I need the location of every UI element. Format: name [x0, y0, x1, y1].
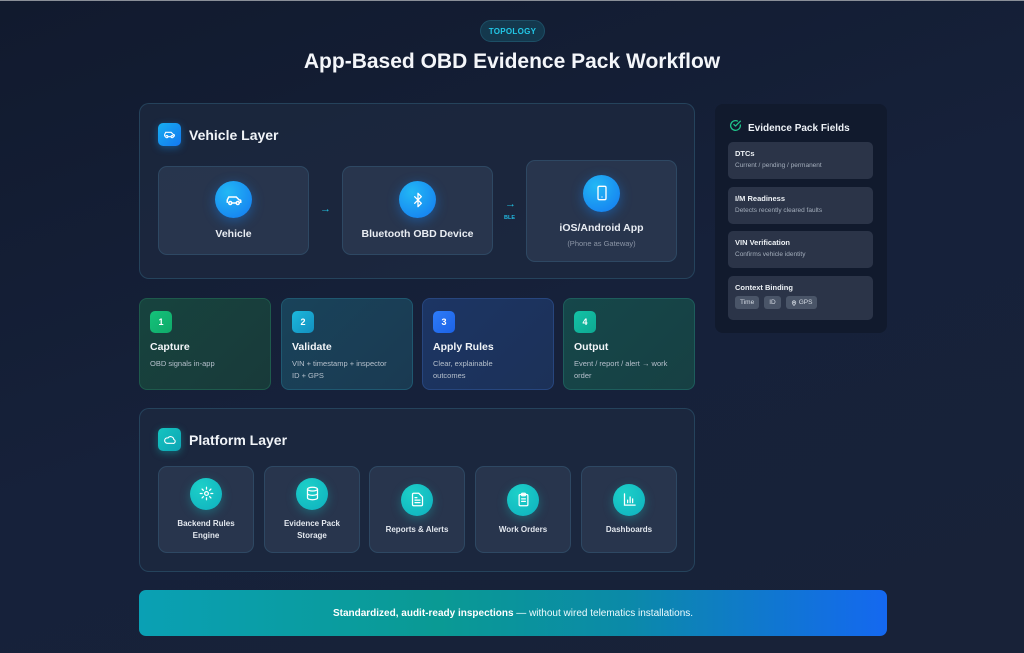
work-orders-node[interactable]: Work Orders	[475, 466, 571, 553]
chip-id: ID	[764, 296, 781, 309]
step-description: Event / report / alert → work order	[574, 359, 668, 380]
cloud-icon	[158, 428, 181, 451]
vehicle-layer-title: Vehicle Layer	[189, 126, 279, 143]
field-description: Current / pending / permanent	[735, 162, 822, 169]
vehicle-layer-panel: Vehicle Layer Vehicle → Bluetooth OBD De…	[139, 103, 695, 279]
node-label: Vehicle	[215, 228, 252, 240]
field-im-readiness: I/M Readiness Detects recently cleared f…	[728, 187, 873, 224]
chip-time: Time	[735, 296, 760, 309]
clipboard-icon	[507, 483, 539, 516]
node-label: Dashboards	[605, 524, 653, 534]
database-icon	[296, 477, 328, 510]
step-output[interactable]: 4 Output Event / report / alert → work o…	[563, 298, 695, 390]
dashboards-node[interactable]: Dashboards	[581, 466, 677, 553]
mobile-app-node[interactable]: iOS/Android App (Phone as Gateway)	[526, 160, 677, 262]
step-title: Validate	[292, 341, 332, 353]
node-label: Backend Rules Engine	[177, 518, 235, 540]
evidence-pack-storage-node[interactable]: Evidence Pack Storage	[264, 466, 360, 553]
step-apply-rules[interactable]: 3 Apply Rules Clear, explainable outcome…	[422, 298, 554, 390]
platform-layer-header: Platform Layer	[158, 428, 287, 451]
field-context-binding: Context Binding Time ID GPS	[728, 276, 873, 320]
chip-gps-label: GPS	[798, 299, 813, 306]
field-title: DTCs	[735, 149, 755, 158]
reports-alerts-node[interactable]: Reports & Alerts	[369, 466, 465, 553]
bar-chart-icon	[613, 483, 645, 516]
car-icon	[158, 123, 181, 146]
platform-layer-panel: Platform Layer Backend Rules Engine Evid…	[139, 408, 695, 572]
gear-icon	[190, 477, 222, 510]
node-label: Reports & Alerts	[385, 524, 449, 534]
node-label: Bluetooth OBD Device	[361, 228, 474, 240]
ble-label: BLE	[504, 215, 515, 221]
node-label: Evidence Pack Storage	[283, 518, 341, 540]
bluetooth-icon	[399, 181, 436, 218]
step-title: Output	[574, 341, 609, 353]
field-dtcs: DTCs Current / pending / permanent	[728, 142, 873, 179]
banner-bold-text: Standardized, audit-ready inspections	[332, 607, 514, 619]
step-number: 3	[433, 311, 455, 333]
evidence-fields-header: Evidence Pack Fields	[729, 119, 850, 137]
step-number: 1	[150, 311, 172, 333]
node-sublabel: (Phone as Gateway)	[567, 238, 636, 248]
arrow-right-icon: →	[320, 203, 331, 215]
step-description: Clear, explainable outcomes	[433, 359, 493, 380]
field-title: VIN Verification	[735, 238, 791, 247]
report-alert-icon	[401, 483, 433, 516]
car-icon	[215, 181, 252, 218]
summary-banner: Standardized, audit-ready inspections — …	[139, 590, 887, 636]
check-circle-icon	[729, 119, 742, 137]
field-description: Detects recently cleared faults	[735, 207, 823, 214]
node-label: iOS/Android App	[559, 221, 644, 234]
node-label: Work Orders	[498, 524, 548, 534]
step-description: OBD signals in-app	[150, 359, 215, 368]
evidence-pack-fields-panel: Evidence Pack Fields DTCs Current / pend…	[715, 104, 887, 333]
field-title: I/M Readiness	[735, 194, 786, 203]
step-title: Capture	[150, 341, 190, 353]
field-title: Context Binding	[735, 283, 793, 292]
field-description: Confirms vehicle identity	[735, 251, 806, 258]
page-title: App-Based OBD Evidence Pack Workflow	[303, 50, 721, 73]
location-pin-icon	[791, 299, 796, 306]
step-description: VIN + timestamp + inspector ID + GPS	[292, 359, 387, 380]
platform-layer-title: Platform Layer	[189, 431, 288, 448]
step-validate[interactable]: 2 Validate VIN + timestamp + inspector I…	[281, 298, 413, 390]
chip-gps: GPS	[785, 296, 818, 309]
bluetooth-obd-node[interactable]: Bluetooth OBD Device	[342, 166, 493, 255]
topology-badge: TOPOLOGY	[480, 20, 545, 42]
banner-text: — without wired telematics installations…	[513, 607, 694, 619]
step-number: 4	[574, 311, 596, 333]
step-title: Apply Rules	[433, 341, 494, 353]
field-vin-verification: VIN Verification Confirms vehicle identi…	[728, 231, 873, 268]
evidence-fields-title: Evidence Pack Fields	[748, 122, 850, 134]
vehicle-node[interactable]: Vehicle	[158, 166, 309, 255]
vehicle-layer-header: Vehicle Layer	[158, 123, 279, 146]
smartphone-icon	[583, 174, 620, 212]
context-chips: Time ID GPS	[735, 296, 866, 309]
backend-rules-engine-node[interactable]: Backend Rules Engine	[158, 466, 254, 553]
step-number: 2	[292, 311, 314, 333]
arrow-right-icon: →	[505, 198, 516, 210]
step-capture[interactable]: 1 Capture OBD signals in-app	[139, 298, 271, 390]
